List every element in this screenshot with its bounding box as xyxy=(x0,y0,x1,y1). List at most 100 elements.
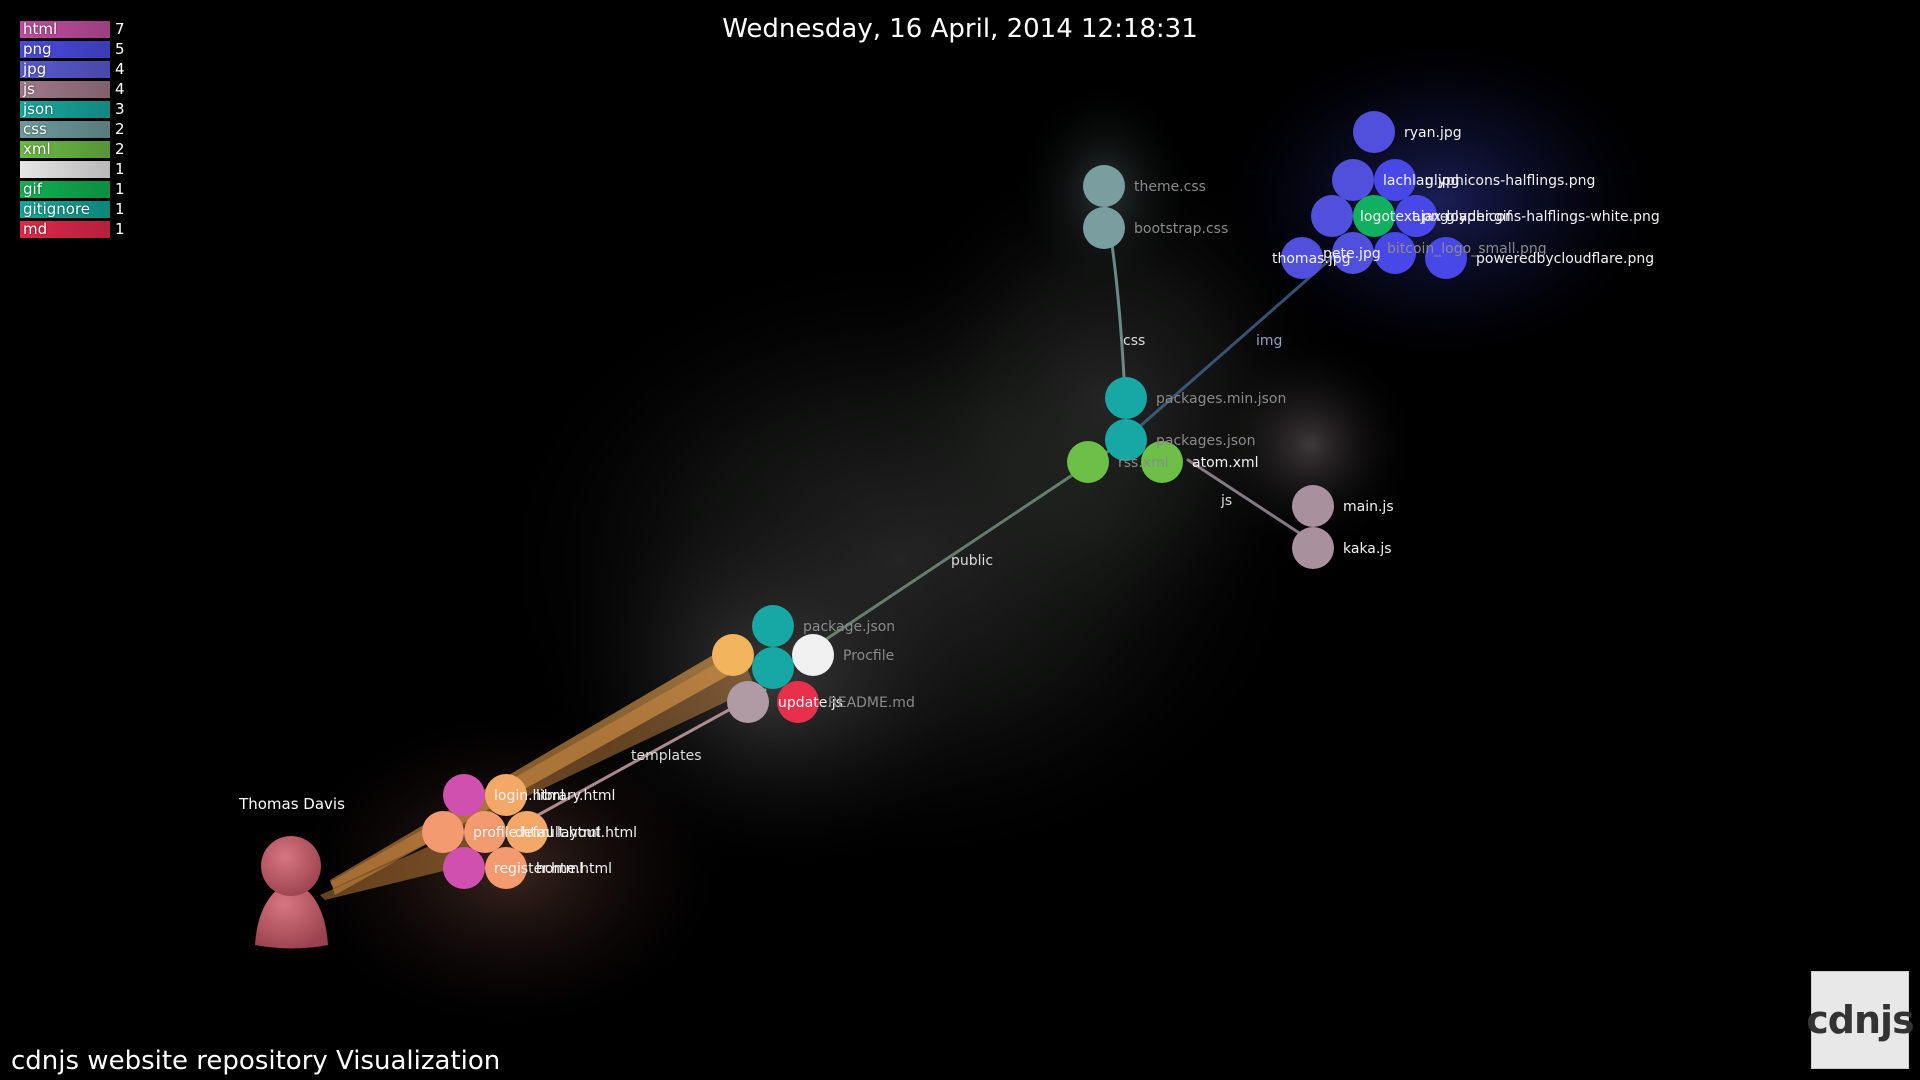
legend-label: gitignore xyxy=(20,201,110,218)
file-node-label: lachlan.jpg xyxy=(1383,173,1460,189)
file-node-thomas[interactable] xyxy=(1281,237,1323,279)
legend-label: js xyxy=(20,81,110,98)
legend-count: 3 xyxy=(115,100,125,118)
file-node-label: thomas.jpg xyxy=(1272,251,1351,267)
file-node-glyph[interactable] xyxy=(1374,159,1416,201)
legend-count: 1 xyxy=(115,200,125,218)
legend-label xyxy=(20,161,110,178)
legend-count: 2 xyxy=(115,120,125,138)
legend-label: css xyxy=(20,121,110,138)
file-node-label: ryan.jpg xyxy=(1404,125,1462,141)
legend-row: json 3 xyxy=(20,100,160,120)
file-node-label: profile.html xyxy=(473,825,554,841)
legend-count: 4 xyxy=(115,60,125,78)
file-node-gitignore[interactable] xyxy=(752,647,794,689)
dir-label-js: js xyxy=(1220,493,1232,509)
file-node-rpackage[interactable] xyxy=(752,605,794,647)
file-node-label: register.html xyxy=(494,861,583,877)
legend-label: json xyxy=(20,101,110,118)
legend-row: jpg 4 xyxy=(20,60,160,80)
file-node-glyphw[interactable] xyxy=(1395,195,1437,237)
file-node-register[interactable] xyxy=(443,847,485,889)
cdnjs-logo-text: cdnjs xyxy=(1806,998,1914,1042)
file-node-bitcoin[interactable] xyxy=(1374,232,1416,274)
file-node-ryan[interactable] xyxy=(1353,111,1395,153)
legend-row: html 7 xyxy=(20,20,160,40)
file-node-label: pete.jpg xyxy=(1323,246,1381,262)
file-node-pmin[interactable] xyxy=(1105,377,1147,419)
cdnjs-logo: cdnjs xyxy=(1806,971,1915,1069)
legend-label: md xyxy=(20,221,110,238)
legend-row: 1 xyxy=(20,160,160,180)
file-node-default[interactable] xyxy=(464,811,506,853)
file-node-cf[interactable] xyxy=(1425,237,1467,279)
file-node-label: glyphicons-halflings-white.png xyxy=(1446,209,1660,225)
file-node-login[interactable] xyxy=(443,774,485,816)
file-node-label: Procfile xyxy=(843,648,894,664)
file-node-label: poweredbycloudflare.png xyxy=(1476,251,1654,267)
file-node-dark1[interactable] xyxy=(1311,195,1353,237)
user-avatar: Thomas Davis xyxy=(238,795,345,949)
file-node-readme[interactable] xyxy=(777,681,819,723)
file-node-label: logotext.png xyxy=(1360,209,1449,225)
file-node-pete[interactable] xyxy=(1332,232,1374,274)
legend-label: gif xyxy=(20,181,110,198)
file-node-label: update.js xyxy=(778,695,843,711)
file-node-label: main.js xyxy=(1343,499,1394,515)
file-node-label: kaka.js xyxy=(1343,541,1392,557)
file-node-logotext[interactable] xyxy=(1353,195,1395,237)
legend-row: png 5 xyxy=(20,40,160,60)
file-node-rss[interactable] xyxy=(1067,441,1109,483)
legend-count: 5 xyxy=(115,40,125,58)
file-node-pjson[interactable] xyxy=(1105,419,1147,461)
legend-label: html xyxy=(20,21,110,38)
legend-row: md 1 xyxy=(20,220,160,240)
file-node-label: README.md xyxy=(828,695,915,711)
file-node-mainjs[interactable] xyxy=(1292,485,1334,527)
legend-row: js 4 xyxy=(20,80,160,100)
file-node-label: home.html xyxy=(536,861,612,877)
timeline-datetime: Wednesday, 16 April, 2014 12:18:31 xyxy=(722,14,1198,44)
file-node-home[interactable] xyxy=(485,847,527,889)
file-node-label: glyphicons-halflings.png xyxy=(1425,173,1595,189)
legend-count: 2 xyxy=(115,140,125,158)
file-node-atom[interactable] xyxy=(1141,441,1183,483)
file-node-label: bootstrap.css xyxy=(1134,221,1228,237)
legend-label: xml xyxy=(20,141,110,158)
legend-count: 1 xyxy=(115,160,125,178)
file-node-label: packages.json xyxy=(1156,433,1255,449)
dir-label-templates: templates xyxy=(631,748,702,764)
file-node-library[interactable] xyxy=(485,774,527,816)
file-node-label: ajax-loader.gif xyxy=(1412,209,1513,225)
file-node-label: library.html xyxy=(536,788,615,804)
file-node-theme[interactable] xyxy=(1083,165,1125,207)
dir-label-css: css xyxy=(1123,333,1145,349)
file-node-procfile[interactable] xyxy=(792,634,834,676)
legend-label: png xyxy=(20,41,110,58)
legend-count: 4 xyxy=(115,80,125,98)
legend-label: jpg xyxy=(20,61,110,78)
visualization-title: cdnjs website repository Visualization xyxy=(11,1046,501,1076)
file-type-legend: html 7 png 5 jpg 4 js 4 json 3 css 2 xml 2 1 gif 1 gitign… xyxy=(20,20,160,240)
legend-count: 1 xyxy=(115,220,125,238)
file-node-kakajs[interactable] xyxy=(1292,527,1334,569)
file-node-orange1[interactable] xyxy=(712,634,754,676)
legend-count: 1 xyxy=(115,180,125,198)
file-node-lachlan[interactable] xyxy=(1332,159,1374,201)
file-node-label: login.html xyxy=(494,788,564,804)
file-node-label: atom.xml xyxy=(1192,455,1259,471)
file-node-bootstrap[interactable] xyxy=(1083,207,1125,249)
legend-count: 7 xyxy=(115,20,125,38)
file-node-label: bitcoin_logo_small.png xyxy=(1387,241,1547,257)
file-node-updatejs[interactable] xyxy=(727,681,769,723)
file-node-layout[interactable] xyxy=(506,811,548,853)
file-node-label: theme.css xyxy=(1134,179,1206,195)
file-node-label: default.html xyxy=(515,825,601,841)
file-node-profile[interactable] xyxy=(422,811,464,853)
user-name: Thomas Davis xyxy=(238,795,345,813)
file-node-label: layout.html xyxy=(557,825,637,841)
file-node-labels: theme.cssbootstrap.csspackages.min.jsonp… xyxy=(473,125,1660,877)
dir-label-img: img xyxy=(1256,333,1282,349)
file-node-label: rss.xml xyxy=(1118,455,1169,471)
